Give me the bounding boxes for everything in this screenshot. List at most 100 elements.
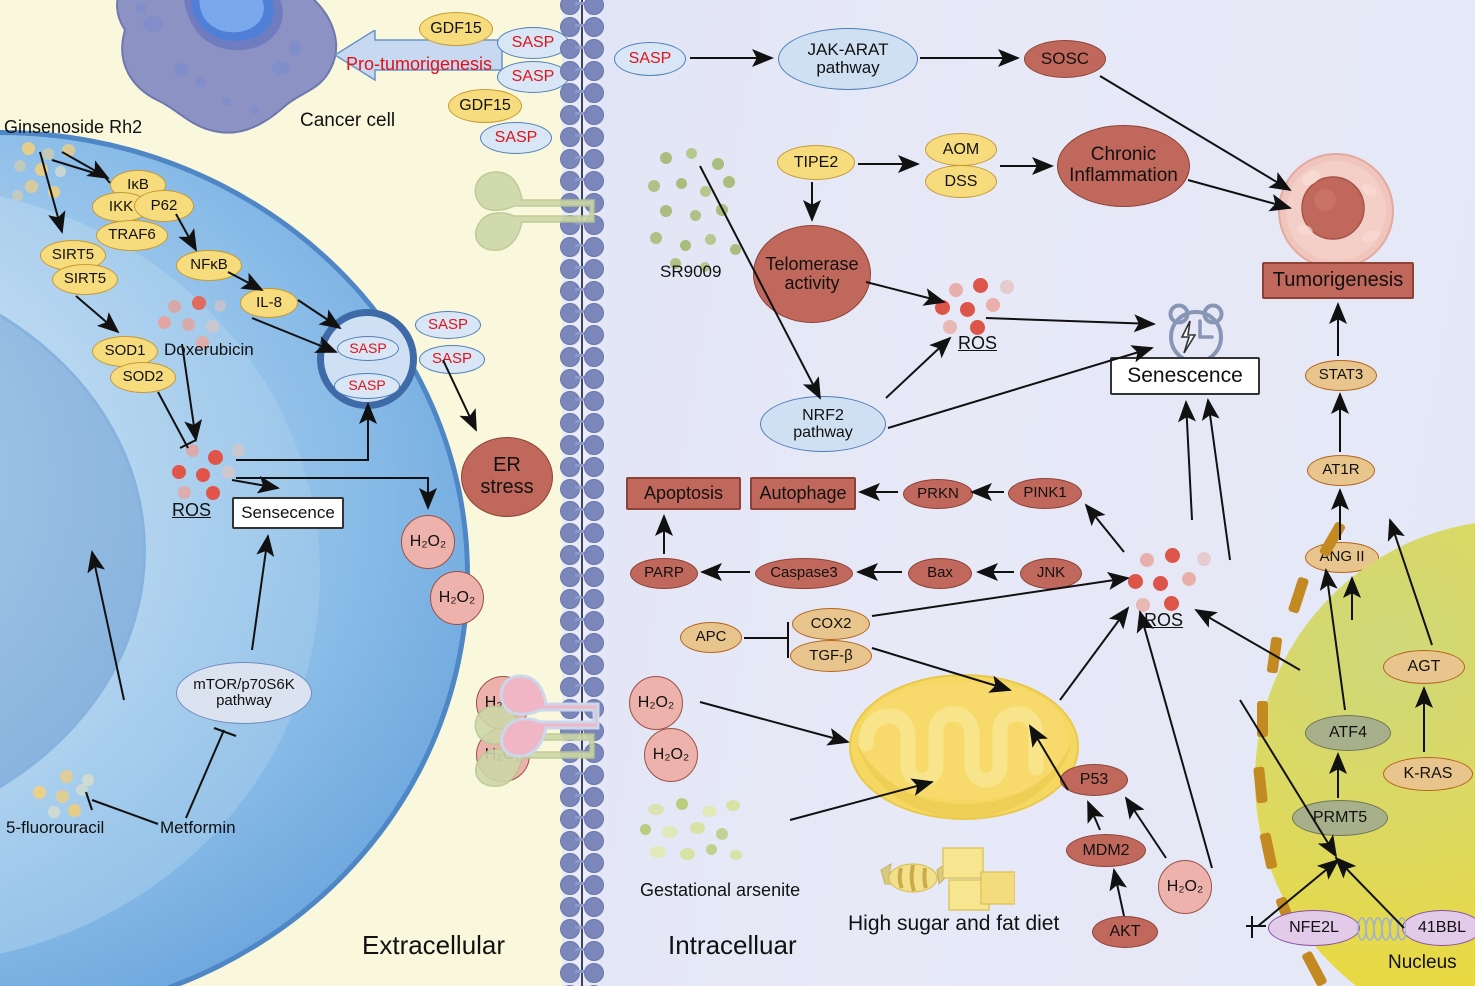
node-apc[interactable]: APC [680, 622, 742, 653]
extracellular-label: Extracellular [362, 930, 506, 960]
plasma-membrane [560, 0, 604, 986]
node-nrf2-pathway[interactable]: NRF2 pathway [760, 396, 886, 452]
lipid-pair [560, 544, 604, 566]
lipid-pair [560, 324, 604, 346]
node-tgf-beta[interactable]: TGF-β [790, 640, 872, 672]
ros-label-right-upper: ROS [958, 333, 998, 353]
node-bax[interactable]: Bax [908, 558, 972, 589]
node-sasp-intra[interactable]: SASP [614, 42, 686, 76]
pro-tumorigenesis-label: Pro-tumorigenesis [346, 54, 493, 74]
lipid-pair [560, 588, 604, 610]
node-jak-arat-pathway[interactable]: JAK-ARAT pathway [778, 28, 918, 90]
ros-label-left: ROS [172, 500, 212, 520]
node-at1r[interactable]: AT1R [1307, 455, 1375, 486]
transporter-green-bottom [474, 705, 595, 787]
node-k-ras[interactable]: K-RAS [1383, 757, 1473, 791]
lipid-pair [560, 676, 604, 698]
lipid-pair [560, 962, 604, 984]
lipid-pair [560, 38, 604, 60]
senescence-box-left[interactable]: Sensecence [232, 497, 344, 529]
node-atf4[interactable]: ATF4 [1305, 715, 1391, 751]
node-er-stress[interactable]: ER stress [461, 437, 553, 517]
aquaporin-channel [499, 674, 600, 758]
node-il8[interactable]: IL-8 [240, 288, 298, 318]
lipid-pair [560, 280, 604, 302]
lipid-pair [560, 852, 604, 874]
node-prmt5[interactable]: PRMT5 [1292, 800, 1388, 836]
node-p53[interactable]: P53 [1060, 764, 1128, 796]
doxorubicin-label: Doxerubicin [164, 340, 254, 359]
node-tipe2[interactable]: TIPE2 [777, 145, 855, 180]
node-h2o2-intra-1[interactable]: H₂O₂ [629, 676, 683, 730]
lipid-pair [560, 830, 604, 852]
node-h2o2-intra-2[interactable]: H₂O₂ [644, 728, 698, 782]
node-chronic-inflammation[interactable]: Chronic Inflammation [1057, 125, 1190, 207]
lipid-pair [560, 918, 604, 940]
node-sirt5-2[interactable]: SIRT5 [52, 264, 118, 295]
transporter-green-top [474, 171, 595, 251]
node-41bbl[interactable]: 41BBL [1402, 910, 1475, 946]
lipid-pair [560, 390, 604, 412]
lipid-pair [560, 874, 604, 896]
node-akt[interactable]: AKT [1092, 916, 1158, 948]
node-mdm2[interactable]: MDM2 [1066, 834, 1146, 867]
node-sosc[interactable]: SOSC [1024, 40, 1106, 78]
lipid-pair [560, 500, 604, 522]
node-parp[interactable]: PARP [630, 558, 698, 589]
node-sod2[interactable]: SOD2 [110, 362, 176, 393]
lipid-pair [560, 236, 604, 258]
lipid-pair [560, 302, 604, 324]
lipid-pair [560, 368, 604, 390]
tumor-cell-illustration [1278, 153, 1394, 269]
node-tumorigenesis[interactable]: Tumorigenesis [1262, 262, 1414, 299]
lipid-pair [560, 566, 604, 588]
node-h2o2-extra-2[interactable]: H₂O₂ [430, 571, 484, 625]
node-h2o2-extra-1[interactable]: H₂O₂ [401, 515, 455, 569]
lipid-pair [560, 346, 604, 368]
node-traf6[interactable]: TRAF6 [96, 220, 168, 251]
lipid-pair [560, 896, 604, 918]
node-dss[interactable]: DSS [925, 165, 997, 198]
node-sasp-free-1[interactable]: SASP [415, 311, 481, 339]
lipid-pair [560, 412, 604, 434]
nucleus-label: Nucleus [1388, 952, 1457, 973]
node-sasp-extra-1[interactable]: SASP [497, 27, 569, 59]
lipid-pair [560, 0, 604, 16]
node-sasp-extra-2[interactable]: SASP [497, 61, 569, 93]
metformin-label: Metformin [160, 818, 236, 837]
node-pink1[interactable]: PINK1 [1008, 478, 1082, 509]
node-sasp-extra-3[interactable]: SASP [480, 122, 552, 154]
gestational-arsenite-label: Gestational arsenite [640, 880, 801, 900]
node-aom[interactable]: AOM [925, 133, 997, 166]
node-autophage[interactable]: Autophage [750, 477, 856, 510]
lipid-pair [560, 16, 604, 38]
node-sasp-vesicle-1[interactable]: SASP [337, 336, 399, 361]
node-cox2[interactable]: COX2 [792, 608, 870, 640]
intracellular-label: Intracelluar [668, 930, 797, 960]
high-sugar-fat-label: High sugar and fat diet [848, 912, 1060, 935]
node-prkn[interactable]: PRKN [903, 479, 973, 509]
lipid-pair [560, 258, 604, 280]
node-telomerase-activity[interactable]: Telomerase activity [753, 225, 871, 323]
lipid-pair [560, 764, 604, 786]
node-gdf15-2[interactable]: GDF15 [448, 89, 522, 123]
node-sasp-free-2[interactable]: SASP [419, 345, 485, 374]
node-agt[interactable]: AGT [1383, 650, 1465, 684]
lipid-pair [560, 456, 604, 478]
senescence-box-right[interactable]: Senescence [1110, 357, 1260, 395]
lipid-pair [560, 148, 604, 170]
node-mtor-pathway[interactable]: mTOR/p70S6K pathway [176, 662, 312, 724]
node-jnk[interactable]: JNK [1020, 558, 1082, 589]
node-apoptosis[interactable]: Apoptosis [626, 477, 741, 510]
node-nfe2l[interactable]: NFE2L [1268, 910, 1360, 946]
lipid-pair [560, 940, 604, 962]
node-caspase3[interactable]: Caspase3 [755, 558, 853, 589]
node-h2o2-intra-3[interactable]: H₂O₂ [1158, 860, 1212, 914]
node-p62[interactable]: P62 [134, 190, 194, 222]
node-gdf15-1[interactable]: GDF15 [419, 12, 493, 46]
node-nfkb[interactable]: NFκB [176, 250, 242, 281]
lipid-pair [560, 104, 604, 126]
node-sasp-vesicle-2[interactable]: SASP [334, 373, 400, 399]
node-stat3[interactable]: STAT3 [1305, 360, 1377, 391]
lipid-pair [560, 82, 604, 104]
